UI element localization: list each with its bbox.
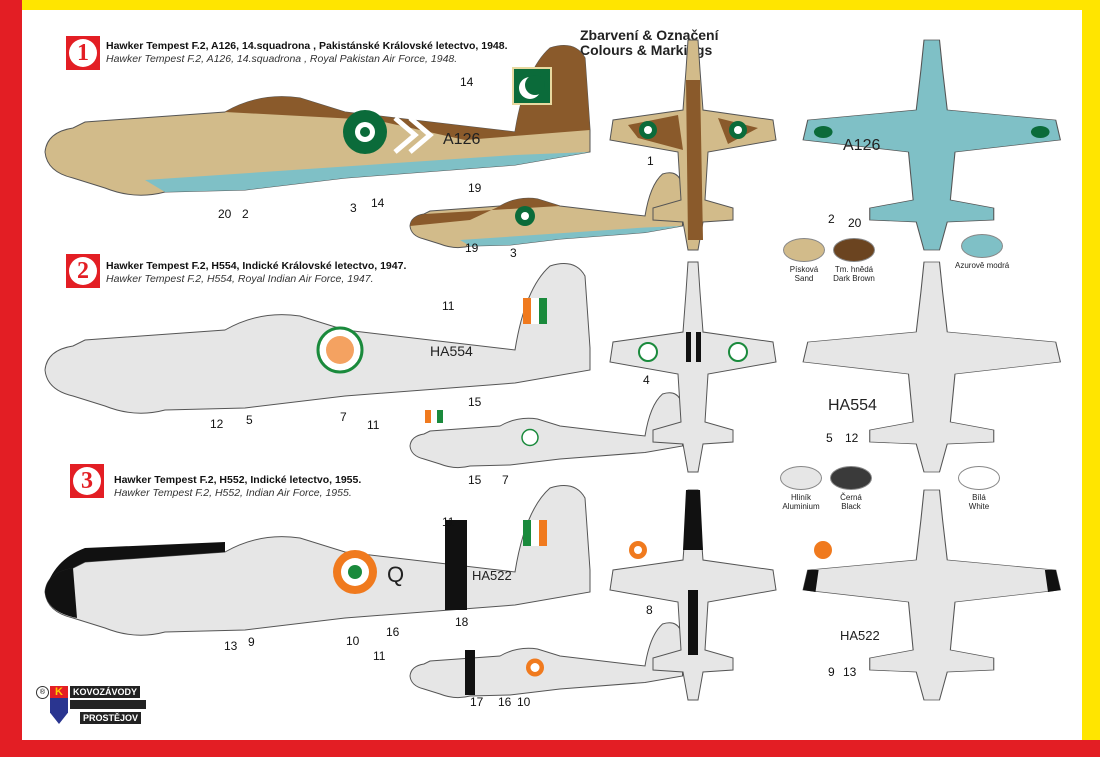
callout-number: 20 xyxy=(848,216,862,230)
callout-number: 3 xyxy=(350,201,357,215)
callout-number: 20 xyxy=(218,207,232,221)
scheme-3-badge: 3 xyxy=(70,464,104,498)
heading-en: Colours & Markings xyxy=(580,42,713,58)
callout-number: 1 xyxy=(647,154,654,168)
serial-marking-underwing: A126 xyxy=(843,137,880,154)
callout-number: 8 xyxy=(646,603,653,617)
caption-en: Hawker Tempest F.2, H554, Royal Indian A… xyxy=(106,273,374,285)
scheme-3-caption: Hawker Tempest F.2, H552, Indické letect… xyxy=(114,474,361,500)
callout-number: 12 xyxy=(210,417,224,431)
serial-marking-underwing: HA554 xyxy=(828,397,877,414)
caption-en: Hawker Tempest F.2, A126, 14.squadrona ,… xyxy=(106,53,458,65)
callout-number: 11 xyxy=(373,649,386,663)
callout-number: 2 xyxy=(828,212,835,226)
scheme-2-bottom-view xyxy=(802,261,1062,473)
callout-number: 5 xyxy=(826,431,833,445)
border-top xyxy=(22,0,1100,10)
scheme-number: 1 xyxy=(69,39,97,67)
code-letter: Q xyxy=(387,562,404,587)
caption-en: Hawker Tempest F.2, H552, Indian Air For… xyxy=(114,487,352,499)
serial-marking-underwing: HA522 xyxy=(840,628,880,643)
callout-number: 2 xyxy=(242,207,249,221)
callout-number: 3 xyxy=(510,246,517,260)
callout-number: 19 xyxy=(468,181,482,195)
callout-number: 11 xyxy=(367,418,380,432)
sheet-heading: Zbarvení & Označení Colours & Markings xyxy=(580,28,718,58)
scheme-2-badge: 2 xyxy=(66,254,100,288)
logo-shield: K xyxy=(50,686,68,724)
scheme-1-bottom-view xyxy=(802,39,1062,251)
scheme-1-top-view xyxy=(609,39,777,251)
callout-number: 14 xyxy=(371,196,385,210)
callout-number: 9 xyxy=(248,635,255,649)
serial-marking: HA554 xyxy=(430,343,473,359)
callout-number: 16 xyxy=(386,625,400,639)
callout-number: 12 xyxy=(845,431,859,445)
callout-number: 13 xyxy=(843,665,857,679)
scheme-1-side-small xyxy=(409,172,683,249)
callout-number: 11 xyxy=(442,299,455,313)
callout-number: 7 xyxy=(502,473,509,487)
swatch-azure: Azurově modrá xyxy=(955,234,1009,270)
registered-mark: ® xyxy=(36,686,49,699)
logo-text-bottom: PROSTĚJOV xyxy=(80,712,142,724)
callout-number: 9 xyxy=(828,665,835,679)
scheme-3-top-view xyxy=(609,489,832,701)
scheme-3-side-profile: Q HA522 xyxy=(44,485,591,636)
scheme-1-caption: Hawker Tempest F.2, A126, 14.squadrona ,… xyxy=(106,40,508,66)
scheme-3-side-small xyxy=(409,622,683,699)
scheme-2-side-profile: HA554 xyxy=(44,263,591,414)
callouts: 14 1 20 2 3 19 14 19 3 2 20 11 4 15 12 5… xyxy=(210,75,862,709)
callout-number: 11 xyxy=(442,515,455,529)
kovozavody-logo: ® K KOVOZÁVODY PROSTĚJOV xyxy=(36,686,146,726)
heading-cz: Zbarvení & Označení xyxy=(580,27,719,43)
callout-number: 17 xyxy=(470,695,484,709)
scheme-3-bottom-view xyxy=(802,489,1062,701)
border-right xyxy=(1082,0,1100,757)
serial-marking: A126 xyxy=(443,131,480,148)
callout-number: 15 xyxy=(468,395,482,409)
caption-cz: Hawker Tempest F.2, H552, Indické letect… xyxy=(114,474,362,486)
callout-number: 18 xyxy=(455,615,469,629)
logo-bar xyxy=(70,700,146,709)
border-left xyxy=(0,0,22,757)
callout-number: 10 xyxy=(517,695,531,709)
scheme-1-side-profile: A126 xyxy=(44,45,591,196)
scheme-2-caption: Hawker Tempest F.2, H554, Indické Králov… xyxy=(106,260,406,286)
scheme-number: 2 xyxy=(69,257,97,285)
logo-text-top: KOVOZÁVODY xyxy=(70,686,141,698)
scheme-number: 3 xyxy=(73,467,101,495)
caption-cz: Hawker Tempest F.2, A126, 14.squadrona ,… xyxy=(106,40,508,52)
scheme-2-side-small xyxy=(409,392,683,469)
callout-number: 15 xyxy=(468,473,482,487)
callout-number: 10 xyxy=(346,634,360,648)
callout-number: 7 xyxy=(340,410,347,424)
caption-cz: Hawker Tempest F.2, H554, Indické Králov… xyxy=(106,260,407,272)
border-bottom xyxy=(0,740,1100,757)
scheme-2-top-view xyxy=(609,261,777,473)
callout-number: 4 xyxy=(643,373,650,387)
callout-number: 13 xyxy=(224,639,238,653)
serial-marking: HA522 xyxy=(472,568,512,583)
scheme-1-badge: 1 xyxy=(66,36,100,70)
callout-number: 19 xyxy=(465,241,479,255)
callout-number: 5 xyxy=(246,413,253,427)
callout-number: 16 xyxy=(498,695,512,709)
callout-number: 14 xyxy=(460,75,474,89)
